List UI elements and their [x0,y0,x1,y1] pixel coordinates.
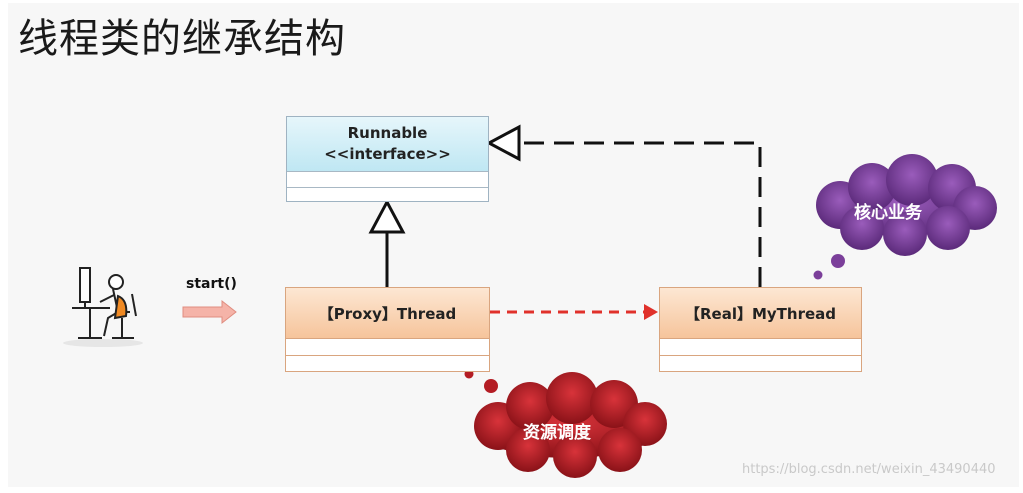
proxy-thread-class-box: 【Proxy】Thread [285,287,490,372]
real-mythread-class-box: 【Real】MyThread [659,287,862,372]
proxy-thread-name: 【Proxy】Thread [318,304,457,323]
real-mythread-attributes-section [660,338,861,355]
real-mythread-methods-section [660,355,861,372]
proxy-to-real-arrow [490,304,658,320]
runnable-header: Runnable <<interface>> [287,117,488,171]
watermark-url: https://blog.csdn.net/weixin_43490440 [742,462,996,477]
runnable-stereotype: <<interface>> [324,145,451,163]
runnable-interface-box: Runnable <<interface>> [286,116,489,202]
start-call-label: start() [186,276,237,292]
purple-thought-cloud [801,154,997,293]
runnable-name: Runnable [347,124,428,142]
realization-arrow [485,124,762,287]
core-business-label: 核心业务 [854,203,922,223]
proxy-thread-methods-section [286,355,489,372]
proxy-thread-attributes-section [286,338,489,355]
person-at-computer-icon [63,267,143,347]
page-title: 线程类的继承结构 [18,16,346,62]
inheritance-arrow [368,198,406,287]
start-arrow [182,299,237,325]
real-mythread-name: 【Real】MyThread [684,304,837,323]
proxy-thread-header: 【Proxy】Thread [286,288,489,338]
resource-scheduling-label: 资源调度 [523,423,591,443]
runnable-methods-section [287,187,488,203]
red-thought-cloud [448,360,667,478]
runnable-attributes-section [287,171,488,187]
real-mythread-header: 【Real】MyThread [660,288,861,338]
